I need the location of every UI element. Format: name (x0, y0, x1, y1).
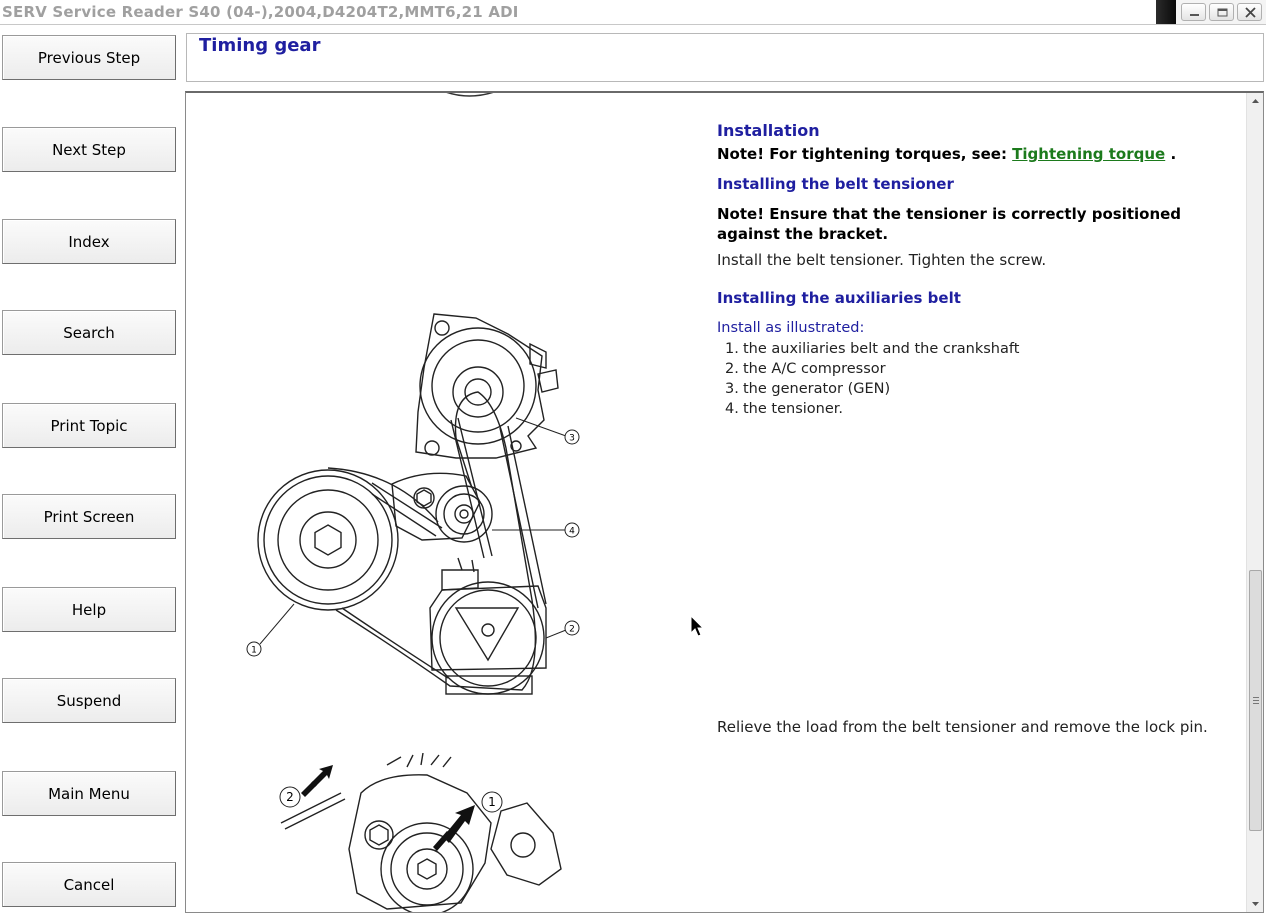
installation-heading: Installation (717, 121, 820, 140)
ac-compressor (431, 581, 545, 695)
step-text: the tensioner. (743, 401, 844, 417)
main-menu-button[interactable]: Main Menu (2, 771, 176, 816)
tensioner-lock-pin-illustration: 2 1 (279, 753, 562, 912)
step-text: the generator (GEN) (743, 381, 891, 397)
next-step-button[interactable]: Next Step (2, 127, 176, 172)
scroll-up-arrow-icon[interactable] (1247, 93, 1264, 110)
window-title-bar: SERV Service Reader S40 (04-),2004,D4204… (0, 0, 1266, 25)
page-title: Timing gear (199, 35, 321, 56)
step-number: 1. (725, 341, 739, 357)
close-icon (1245, 7, 1256, 18)
lock-pin-callout-1: 1 (488, 795, 496, 809)
suspend-button[interactable]: Suspend (2, 678, 176, 723)
window-title: SERV Service Reader S40 (04-),2004,D4204… (2, 3, 519, 21)
content-pane[interactable]: 3 4 2 1 (185, 91, 1264, 913)
window-controls (1176, 0, 1266, 24)
step-text: the auxiliaries belt and the crankshaft (743, 341, 1020, 357)
mouse-cursor-icon (690, 615, 705, 637)
callout-1: 1 (251, 646, 257, 656)
help-button[interactable]: Help (2, 587, 176, 632)
print-screen-button[interactable]: Print Screen (2, 494, 176, 539)
close-button[interactable] (1237, 3, 1262, 21)
crankshaft-pulley (257, 469, 399, 611)
generator-housing (419, 327, 537, 445)
belt-routing-illustration: 3 4 2 1 (246, 313, 580, 695)
tightening-torque-link[interactable]: Tightening torque (1012, 145, 1166, 163)
list-item: 2.the A/C compressor (717, 359, 1019, 379)
drive-belt (327, 391, 536, 691)
tensioner-pulley (435, 485, 493, 543)
restore-icon (1217, 8, 1228, 17)
previous-figure-remnant (446, 93, 494, 97)
search-button[interactable]: Search (2, 310, 176, 355)
generator-pulley (452, 366, 504, 418)
step-number: 4. (725, 401, 739, 417)
list-item: 1.the auxiliaries belt and the crankshaf… (717, 339, 1019, 359)
callout-2: 2 (569, 625, 575, 635)
callout-3: 3 (569, 434, 575, 444)
tensioner-bracket (391, 472, 481, 541)
scrollbar-thumb[interactable] (1249, 570, 1262, 831)
grip-icon (1253, 697, 1259, 704)
topic-header: Timing gear (186, 33, 1264, 82)
list-item: 4.the tensioner. (717, 399, 1019, 419)
step-text: the A/C compressor (743, 361, 886, 377)
title-bar-gradient (1156, 0, 1176, 24)
list-item: 3.the generator (GEN) (717, 379, 1019, 399)
minimize-button[interactable] (1181, 3, 1206, 21)
maximize-button[interactable] (1209, 3, 1234, 21)
tensioner-heading: Installing the belt tensioner (717, 175, 954, 193)
vertical-scrollbar[interactable] (1246, 93, 1263, 912)
tensioner-step: Install the belt tensioner. Tighten the … (717, 251, 1047, 269)
scroll-down-arrow-icon[interactable] (1247, 895, 1264, 912)
relieve-load-step: Relieve the load from the belt tensioner… (717, 718, 1208, 736)
previous-step-button[interactable]: Previous Step (2, 35, 176, 80)
torque-note-text: Note! For tightening torques, see: (717, 145, 1013, 163)
aux-belt-heading: Installing the auxiliaries belt (717, 289, 961, 307)
step-number: 3. (725, 381, 739, 397)
index-button[interactable]: Index (2, 219, 176, 264)
cancel-button[interactable]: Cancel (2, 862, 176, 907)
generator-outline (415, 313, 545, 459)
generator-inner (431, 339, 525, 433)
lock-pin-callout-2: 2 (286, 790, 294, 804)
callout-4: 4 (569, 527, 575, 537)
tensioner-note: Note! Ensure that the tensioner is corre… (717, 205, 1182, 243)
aux-intro: Install as illustrated: (717, 320, 865, 336)
aux-steps-list: 1.the auxiliaries belt and the crankshaf… (717, 339, 1019, 419)
torque-note-suffix: . (1165, 145, 1177, 163)
torque-note: Note! For tightening torques, see: Tight… (717, 145, 1176, 163)
step-number: 2. (725, 361, 739, 377)
print-topic-button[interactable]: Print Topic (2, 403, 176, 448)
minimize-icon (1190, 14, 1199, 16)
